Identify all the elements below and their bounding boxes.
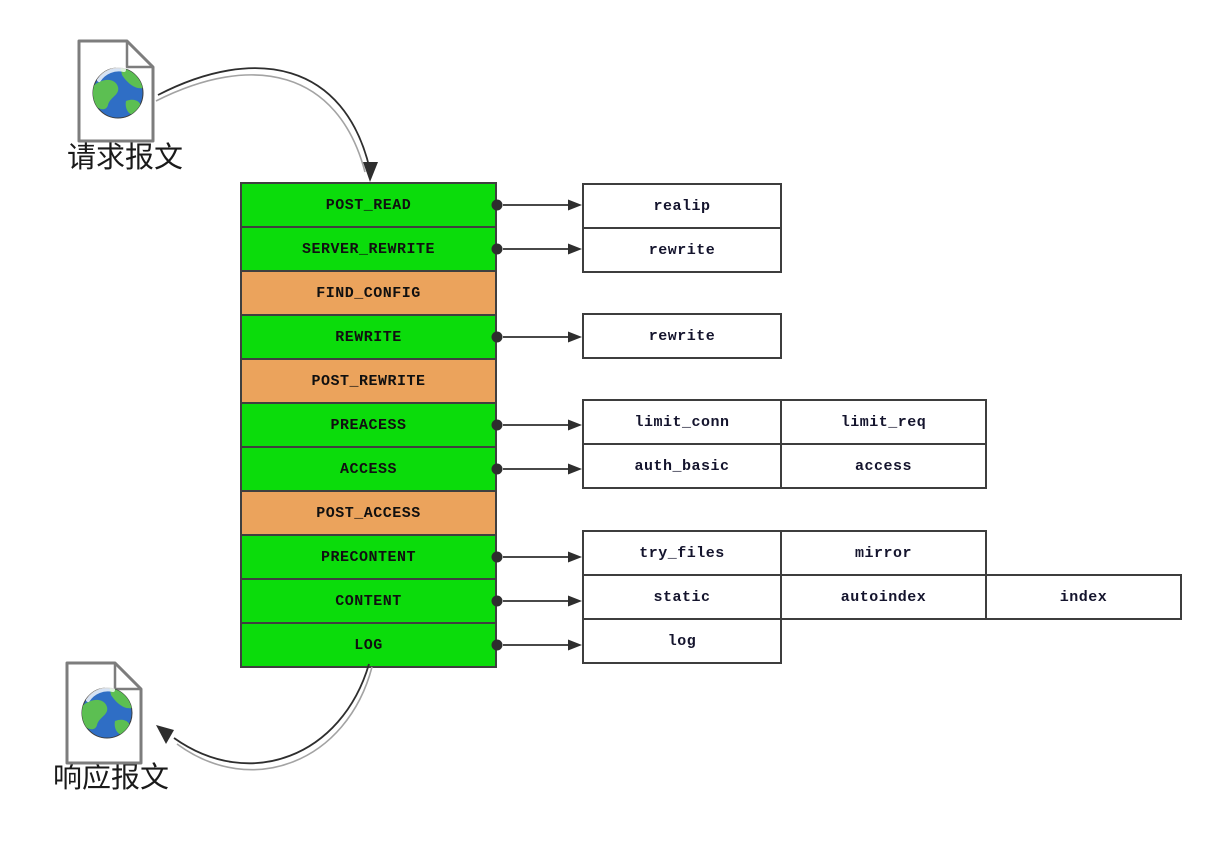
module-rewrite: rewrite bbox=[582, 227, 782, 273]
phase-rewrite: REWRITE bbox=[240, 314, 497, 360]
page-shape bbox=[65, 661, 143, 765]
connector-arrowhead bbox=[568, 551, 582, 563]
response-flow-arrow bbox=[156, 663, 373, 771]
module-label: autoindex bbox=[840, 588, 927, 606]
response-message-label: 响应报文 bbox=[52, 760, 169, 794]
request-message-label: 请求报文 bbox=[66, 140, 183, 174]
module-label: rewrite bbox=[648, 241, 716, 259]
phase-content: CONTENT bbox=[240, 578, 497, 624]
globe-icon bbox=[81, 687, 133, 739]
phase-label: POST_ACCESS bbox=[316, 504, 421, 522]
phase-label: PREACESS bbox=[330, 416, 407, 434]
phase-label: POST_REWRITE bbox=[311, 372, 426, 390]
phase-log: LOG bbox=[240, 622, 497, 668]
module-label: mirror bbox=[854, 544, 912, 562]
phase-module-connectors bbox=[491, 199, 582, 651]
phase-find_config: FIND_CONFIG bbox=[240, 270, 497, 316]
phase-post_access: POST_ACCESS bbox=[240, 490, 497, 536]
module-label: realip bbox=[653, 197, 711, 215]
phase-label: SERVER_REWRITE bbox=[301, 240, 436, 258]
module-mirror: mirror bbox=[780, 530, 987, 576]
phase-label: CONTENT bbox=[335, 592, 402, 610]
connector-arrowhead bbox=[568, 199, 582, 211]
phase-label: POST_READ bbox=[325, 196, 412, 214]
connector-arrowhead bbox=[568, 463, 582, 475]
page-shape bbox=[77, 39, 155, 143]
module-limit_conn: limit_conn bbox=[582, 399, 782, 445]
module-label: rewrite bbox=[648, 327, 716, 345]
connector-arrowhead bbox=[568, 639, 582, 651]
phase-post_read: POST_READ bbox=[240, 182, 497, 228]
module-index: index bbox=[985, 574, 1182, 620]
module-access: access bbox=[780, 443, 987, 489]
module-label: log bbox=[667, 632, 697, 650]
module-auth_basic: auth_basic bbox=[582, 443, 782, 489]
connector-arrowhead bbox=[568, 243, 582, 255]
module-log: log bbox=[582, 618, 782, 664]
phase-post_rewrite: POST_REWRITE bbox=[240, 358, 497, 404]
phase-label: ACCESS bbox=[339, 460, 397, 478]
phase-server_rewrite: SERVER_REWRITE bbox=[240, 226, 497, 272]
arrowhead-down bbox=[363, 162, 378, 182]
module-label: auth_basic bbox=[634, 457, 730, 475]
module-label: limit_conn bbox=[634, 413, 730, 431]
connector-arrowhead bbox=[568, 595, 582, 607]
phase-label: LOG bbox=[354, 636, 383, 654]
module-label: static bbox=[653, 588, 711, 606]
phase-preacess: PREACESS bbox=[240, 402, 497, 448]
page-fold bbox=[125, 41, 153, 69]
module-try_files: try_files bbox=[582, 530, 782, 576]
globe-icon bbox=[92, 67, 144, 119]
phase-label: REWRITE bbox=[335, 328, 402, 346]
connector-arrowhead bbox=[568, 331, 582, 343]
response-document-icon bbox=[65, 661, 143, 765]
module-label: access bbox=[854, 457, 912, 475]
module-label: index bbox=[1059, 588, 1108, 606]
module-label: limit_req bbox=[840, 413, 927, 431]
module-static: static bbox=[582, 574, 782, 620]
phase-label: PRECONTENT bbox=[320, 548, 416, 566]
module-rewrite: rewrite bbox=[582, 313, 782, 359]
phase-precontent: PRECONTENT bbox=[240, 534, 497, 580]
request-document-icon bbox=[77, 39, 155, 143]
page-fold bbox=[113, 663, 141, 691]
phase-label: FIND_CONFIG bbox=[316, 284, 421, 302]
module-autoindex: autoindex bbox=[780, 574, 987, 620]
connector-arrowhead bbox=[568, 419, 582, 431]
module-realip: realip bbox=[582, 183, 782, 229]
arrowhead-upleft bbox=[156, 725, 174, 744]
module-label: try_files bbox=[639, 544, 725, 562]
phase-access: ACCESS bbox=[240, 446, 497, 492]
module-limit_req: limit_req bbox=[780, 399, 987, 445]
